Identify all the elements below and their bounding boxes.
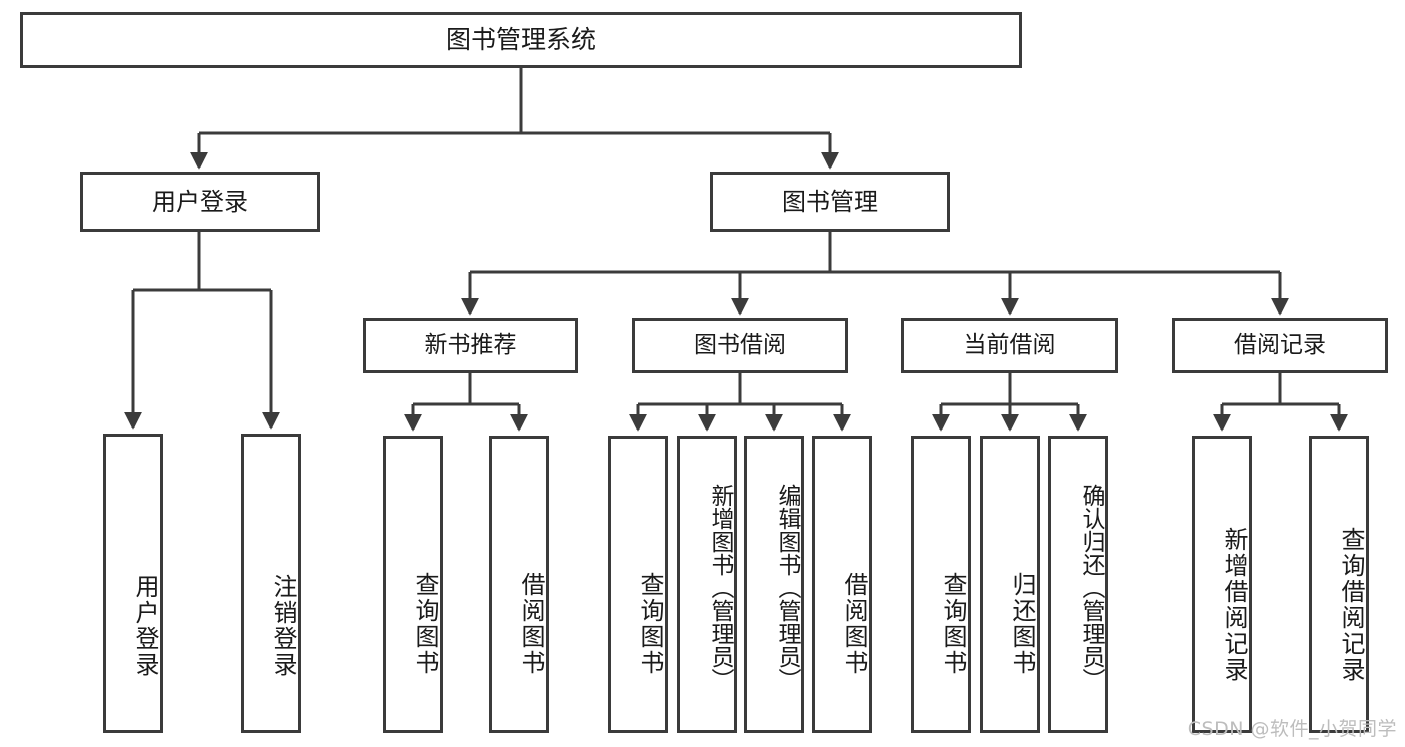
leaf-current-query-book[interactable]: 查询图书 (911, 436, 971, 733)
leaf-borrow-add-book-admin[interactable]: 新增图书（管理员） (677, 436, 737, 733)
node-borrow-record[interactable]: 借阅记录 (1172, 318, 1388, 373)
leaf-user-login-logout[interactable]: 注销登录 (241, 434, 301, 733)
node-label: 查询图书 (636, 571, 664, 676)
node-root-system[interactable]: 图书管理系统 (20, 12, 1022, 68)
node-label: 图书管理系统 (445, 25, 596, 54)
node-label: 查询借阅记录 (1337, 526, 1365, 683)
node-label: 图书管理 (782, 187, 878, 216)
node-label: 用户登录 (131, 573, 159, 678)
node-label: 新增图书（管理员） (707, 484, 733, 691)
node-label: 借阅图书 (840, 571, 868, 676)
node-label: 借阅记录 (1234, 331, 1326, 358)
node-label: 用户登录 (152, 187, 248, 216)
node-label: 图书借阅 (694, 331, 786, 358)
leaf-current-confirm-return-admin[interactable]: 确认归还（管理员） (1048, 436, 1108, 733)
node-label: 新增借阅记录 (1220, 526, 1248, 683)
node-label: 当前借阅 (963, 331, 1056, 358)
node-label: 查询图书 (939, 571, 967, 676)
leaf-borrow-borrow-book[interactable]: 借阅图书 (812, 436, 872, 733)
node-current-borrow[interactable]: 当前借阅 (901, 318, 1118, 373)
node-book-borrow[interactable]: 图书借阅 (632, 318, 848, 373)
node-user-login[interactable]: 用户登录 (80, 172, 320, 232)
leaf-record-query-record[interactable]: 查询借阅记录 (1309, 436, 1369, 733)
leaf-borrow-edit-book-admin[interactable]: 编辑图书（管理员） (744, 436, 804, 733)
leaf-user-login-login[interactable]: 用户登录 (103, 434, 163, 733)
node-label: 编辑图书（管理员） (774, 484, 800, 691)
node-label: 注销登录 (269, 573, 297, 678)
node-label: 新书推荐 (424, 331, 517, 358)
leaf-borrow-query-book[interactable]: 查询图书 (608, 436, 668, 733)
node-label: 确认归还（管理员） (1078, 484, 1104, 691)
node-new-book-recommend[interactable]: 新书推荐 (363, 318, 578, 373)
watermark-text: CSDN @软件_小贺同学 (1187, 718, 1397, 740)
leaf-recommend-borrow-book[interactable]: 借阅图书 (489, 436, 549, 733)
leaf-current-return-book[interactable]: 归还图书 (980, 436, 1040, 733)
node-label: 借阅图书 (517, 571, 545, 676)
node-book-management[interactable]: 图书管理 (710, 172, 950, 232)
node-label: 查询图书 (411, 571, 439, 676)
leaf-recommend-query-book[interactable]: 查询图书 (383, 436, 443, 733)
leaf-record-add-record[interactable]: 新增借阅记录 (1192, 436, 1252, 733)
node-label: 归还图书 (1008, 571, 1036, 676)
